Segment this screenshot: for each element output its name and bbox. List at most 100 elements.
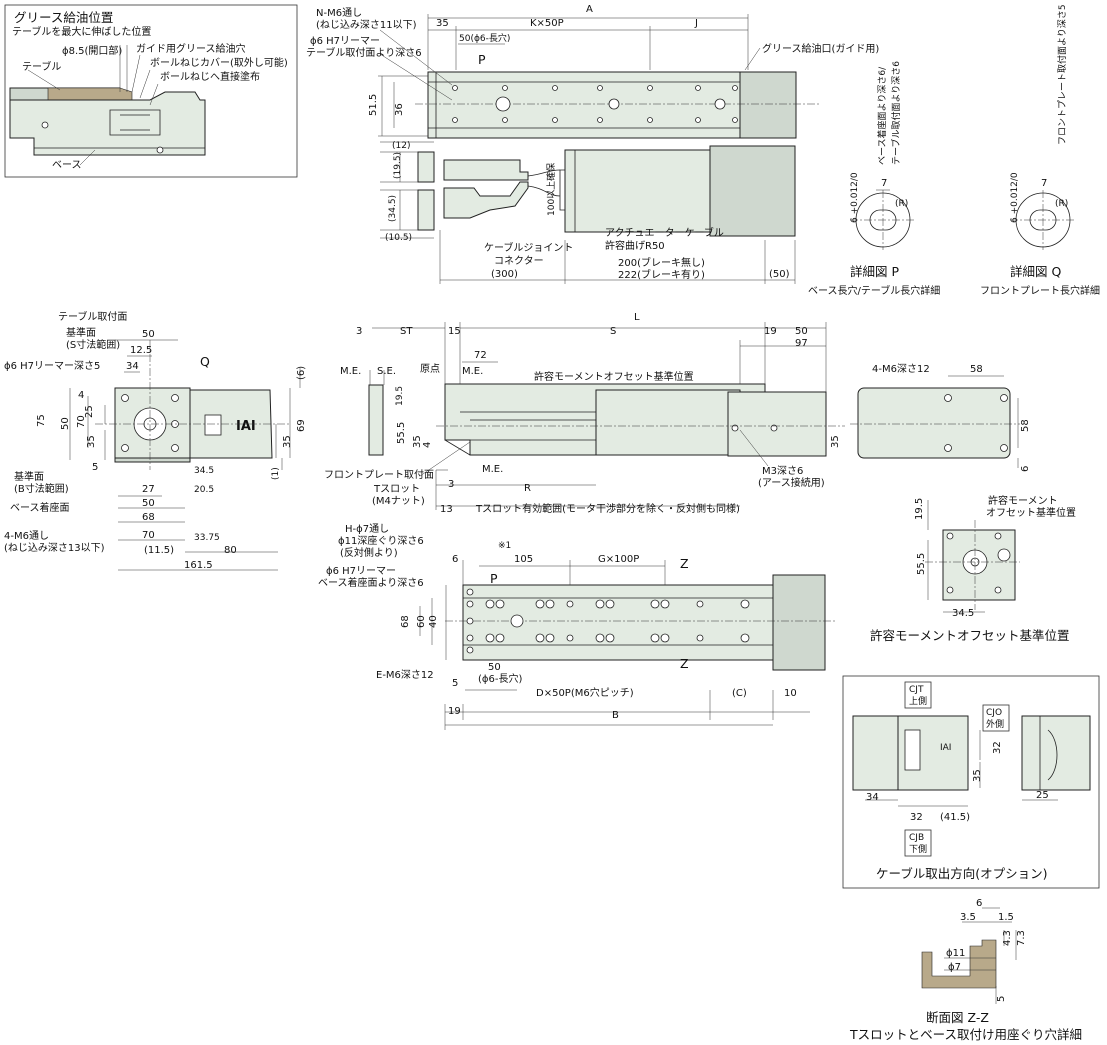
top-view: A 35 K×50P J N-M6通し (ねじ込み深さ11以下) ϕ6 H7リー…	[306, 4, 879, 284]
dim-J: J	[694, 18, 698, 29]
front-35b: 35	[282, 435, 293, 448]
front-69: 69	[296, 419, 307, 432]
detail-p-caption: ベース長穴/テーブル長穴詳細	[808, 284, 940, 297]
front-33-75: 33.75	[194, 533, 220, 543]
dim-300: (300)	[491, 269, 518, 280]
dim-222: 222(ブレーキ有り)	[618, 268, 705, 281]
side-leaders	[419, 429, 769, 477]
joint-label-2: コネクター	[494, 255, 544, 267]
bottom-grooves	[463, 597, 773, 646]
front-161-5: 161.5	[184, 560, 213, 571]
side-cap-2	[417, 189, 435, 231]
cable-opt-logo: IAI	[940, 743, 951, 753]
grease-title: グリース給油位置	[14, 10, 113, 25]
side-72: 72	[474, 350, 487, 361]
section-profile	[921, 939, 997, 989]
side-19-5: 19.5	[395, 386, 405, 406]
offset-55-5: 55.5	[916, 553, 927, 575]
cable-opt-right-detail	[1039, 716, 1058, 790]
side-dims	[369, 322, 827, 510]
detail-q-centerlines	[1010, 190, 1075, 250]
front-ref2: 基準面	[14, 470, 44, 483]
cjt-label: CJT	[909, 685, 924, 695]
front-view: IAI 50 12.5 34 Q テーブル取付面 基準面 (S寸法範囲) ϕ6 …	[4, 310, 307, 571]
detail-q-side1: フロントプレート取付面より深さ5	[1057, 4, 1068, 145]
bottom-DxP: D×50P(M6穴ピッチ)	[536, 686, 634, 699]
bottom-hc: (反対側より)	[340, 546, 398, 559]
cable-opt-34: 34	[866, 792, 879, 803]
end-view-body	[857, 387, 1011, 459]
cable-label-2: 許容曲げR50	[605, 239, 665, 252]
cjt-box	[904, 681, 932, 709]
detail-q: 7 (R) 6 +0.012/0 フロントプレート取付面より深さ5 詳細図 Q …	[980, 4, 1100, 297]
front-6: (6)	[296, 366, 307, 380]
front-70b: 70	[142, 530, 155, 541]
side-fp: フロントプレート取付面	[324, 468, 434, 481]
top-h7b: テーブル取付面より深さ6	[306, 46, 422, 59]
cable-opt-25: 25	[1036, 790, 1049, 801]
section-dims	[944, 907, 1017, 1004]
bottom-19: 19	[448, 706, 461, 717]
side-19: 19	[764, 326, 777, 337]
detail-p-centerlines	[850, 190, 915, 250]
side-SE: S.E.	[377, 366, 396, 377]
bottom-40: 40	[428, 615, 439, 628]
front-70: 70	[76, 415, 87, 428]
top-rails	[428, 72, 740, 138]
detail-q-tol: 6 +0.012/0	[1010, 172, 1020, 223]
bottom-C: (C)	[732, 688, 747, 699]
grease-inner-block	[109, 109, 161, 136]
cable-connector-upper	[443, 159, 529, 181]
dim-A: A	[586, 4, 593, 15]
cable-wire	[527, 169, 561, 197]
grease-table-label: テーブル	[22, 60, 61, 73]
bottom-em6: E-M6深さ12	[376, 669, 434, 681]
top-P-marker: P	[478, 52, 486, 67]
bottom-Z-top: Z	[680, 556, 689, 571]
section-4-3: 4.3	[1002, 930, 1013, 946]
cjo-label: CJO	[986, 708, 1002, 718]
bottom-holes	[466, 588, 750, 654]
front-connector	[204, 414, 222, 436]
section-title: 断面図 Z-Z	[926, 1010, 989, 1025]
front-centerlines	[95, 340, 290, 470]
side-50: 50	[795, 326, 808, 337]
side-origin: 原点	[420, 363, 440, 375]
bottom-motor	[772, 574, 826, 671]
front-seat: ベース着座面	[10, 501, 70, 514]
end-6: 6	[1020, 466, 1031, 472]
front-35: 35	[86, 435, 97, 448]
detail-p-side2: テーブル取付面より深さ6	[890, 61, 902, 165]
front-ref2b: (B寸法範囲)	[14, 482, 69, 495]
cjb-label: CJB	[909, 833, 924, 843]
bottom-Z-bottom: Z	[680, 656, 689, 671]
grease-hole-left	[41, 121, 49, 129]
grease-hole-right	[156, 146, 164, 154]
detail-p: 7 (R) 6 +0.012/0 ベース着座面より深さ6/ テーブル取付面より深…	[808, 61, 940, 297]
bottom-h: H-ϕ7通し	[345, 523, 389, 535]
side-motor-end	[727, 391, 827, 457]
cjb-labelb: 下側	[909, 843, 927, 855]
cable-opt-connector	[904, 729, 921, 771]
bottom-B: B	[612, 710, 619, 721]
cable-option-caption: ケーブル取出方向(オプション)	[876, 866, 1048, 881]
bottom-P-marker: P	[490, 571, 498, 586]
grease-base-label: ベース	[52, 159, 82, 171]
grease-guide-hole-label: ガイド用グリース給油穴	[136, 42, 246, 55]
bottom-GxP: G×100P	[598, 554, 639, 565]
offset-19-5: 19.5	[914, 498, 925, 520]
front-34-5: 34.5	[194, 466, 214, 476]
dim-19-5: (19.5)	[393, 152, 403, 179]
side-ME-3: M.E.	[482, 464, 503, 475]
top-motor-end	[739, 71, 797, 139]
detail-p-R: (R)	[895, 199, 908, 209]
offset-centerlines	[925, 520, 1020, 610]
bottom-105: 105	[514, 554, 533, 565]
bottom-reamerb: ベース着座面より深さ6	[318, 576, 424, 589]
bottom-60: 60	[416, 615, 427, 628]
side-details	[444, 392, 729, 456]
side-ts: Tスロット	[373, 484, 420, 495]
front-11-5: (11.5)	[144, 545, 174, 556]
side-ST: ST	[400, 326, 413, 337]
top-screw-holes	[452, 85, 738, 123]
